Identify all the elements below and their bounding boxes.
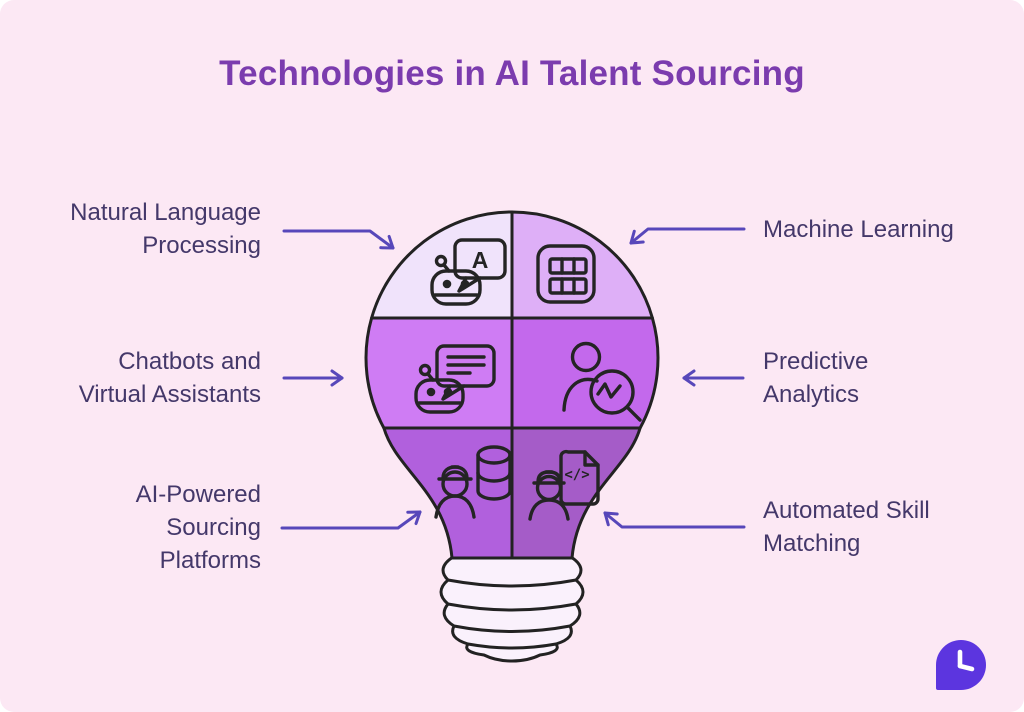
- label-machine-learning: Machine Learning: [763, 216, 954, 243]
- label-ai-powered-sourcing: AI-Powered Sourcing Platforms: [135, 481, 261, 574]
- segment-matching: [510, 426, 642, 560]
- clock-logo: [936, 640, 986, 690]
- bulb-segments: [364, 210, 660, 560]
- arrow-sourcing: [280, 510, 422, 530]
- table-grid-icon: [536, 244, 596, 304]
- segment-ml: [510, 210, 654, 320]
- callout-arrows: [280, 227, 746, 530]
- code-glyph: </>: [564, 467, 589, 483]
- robot-chat-lines-icon: [414, 344, 496, 414]
- bulb-screw-base: [439, 555, 585, 663]
- arrow-matching: [603, 511, 746, 529]
- label-natural-language-processing: Natural Language Processing: [70, 199, 261, 259]
- label-automated-skill-matching: Automated Skill Matching: [763, 497, 930, 557]
- engineer-code-file-icon: </>: [528, 449, 600, 521]
- engineer-database-icon: [434, 445, 512, 519]
- robot-chat-a-icon: A: [430, 238, 507, 306]
- arrow-nlp: [282, 229, 395, 250]
- label-chatbots-virtual-assistants: Chatbots and Virtual Assistants: [78, 348, 261, 408]
- arrow-ml: [629, 227, 746, 245]
- bubble-letter: A: [472, 247, 489, 273]
- clock-hands-icon: [957, 649, 975, 672]
- segment-predictive: [510, 316, 660, 430]
- person-magnifier-chart-icon: [562, 341, 642, 422]
- page-title: Technologies in AI Talent Sourcing: [219, 54, 805, 93]
- label-predictive-analytics: Predictive Analytics: [763, 348, 869, 408]
